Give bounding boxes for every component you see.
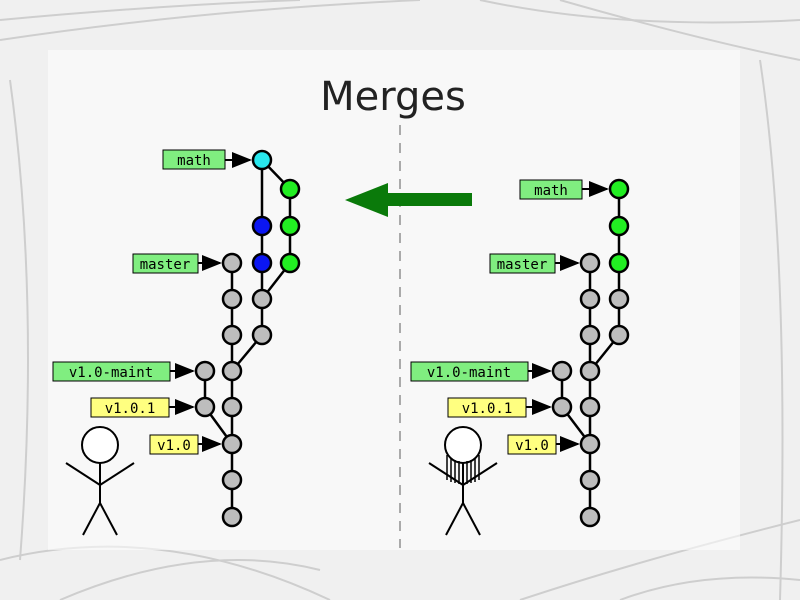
branch-label-math-text: math [534, 183, 568, 199]
commit-node [579, 469, 601, 491]
commit-node [608, 178, 630, 200]
commit-node [551, 396, 573, 418]
commit-node [608, 215, 630, 237]
right-commit-graph: math master v1.0-maint v1.0.1 v1.0 [410, 178, 630, 528]
commit-node [221, 506, 243, 528]
left-commit-graph: math master v1.0-maint v1.0.1 v1.0 [52, 149, 301, 528]
commit-node [608, 288, 630, 310]
commit-node [221, 324, 243, 346]
branch-label-master-text: master [140, 257, 191, 273]
commit-node [251, 324, 273, 346]
stick-figure-with-hair-icon [428, 426, 498, 536]
commit-node [194, 396, 216, 418]
commit-node [608, 324, 630, 346]
slide-title: Merges [320, 74, 466, 120]
branch-label-master-text: master [497, 257, 548, 273]
commit-node [608, 252, 630, 274]
tag-label-v10-text: v1.0 [515, 438, 549, 454]
commit-node [579, 433, 601, 455]
commit-node [251, 149, 273, 171]
arrow-left-icon [345, 183, 472, 217]
branch-label-maint-text: v1.0-maint [69, 365, 153, 381]
commit-node [221, 360, 243, 382]
stick-figure-icon [65, 426, 135, 536]
commit-node [579, 360, 601, 382]
commit-node [251, 288, 273, 310]
commit-node [279, 252, 301, 274]
commit-node [251, 215, 273, 237]
commit-node [551, 360, 573, 382]
commit-node [221, 396, 243, 418]
commit-node [579, 324, 601, 346]
commit-node [579, 506, 601, 528]
commit-node [251, 252, 273, 274]
commit-node [221, 433, 243, 455]
tag-label-v101-text: v1.0.1 [462, 401, 513, 417]
commit-node [579, 252, 601, 274]
branch-label-maint-text: v1.0-maint [427, 365, 511, 381]
commit-node [579, 288, 601, 310]
commit-node [279, 178, 301, 200]
tag-label-v10-text: v1.0 [157, 438, 191, 454]
commit-node [221, 252, 243, 274]
tag-label-v101-text: v1.0.1 [105, 401, 156, 417]
commit-node [221, 469, 243, 491]
commit-node [579, 396, 601, 418]
commit-node [194, 360, 216, 382]
commit-node [279, 215, 301, 237]
branch-label-math-text: math [177, 153, 211, 169]
commit-node [221, 288, 243, 310]
